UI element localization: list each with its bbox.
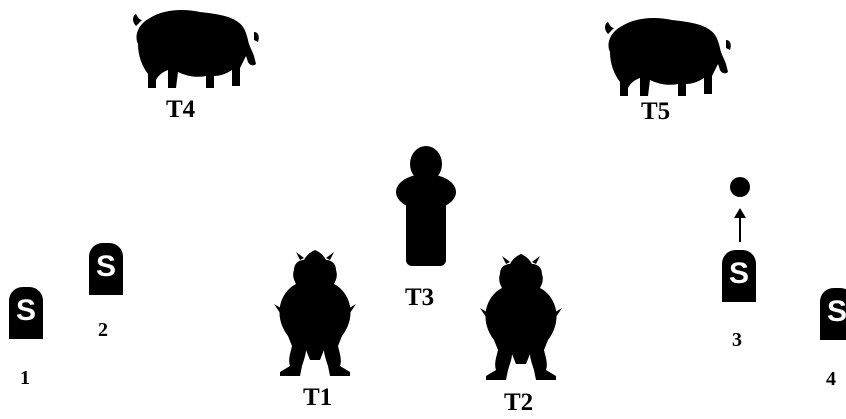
position-number-4: 4 bbox=[826, 369, 836, 389]
marker-letter-1: S bbox=[16, 296, 36, 326]
target-label-t1: T1 bbox=[303, 385, 332, 410]
target-label-t2: T2 bbox=[504, 390, 533, 415]
marker-letter-2: S bbox=[96, 252, 116, 282]
target-label-t5: T5 bbox=[641, 99, 670, 124]
bear-silhouette-icon bbox=[274, 250, 356, 376]
position-number-2: 2 bbox=[98, 320, 108, 340]
up-arrow-icon bbox=[734, 208, 746, 242]
bison-silhouette-icon bbox=[133, 10, 259, 88]
target-label-t3: T3 bbox=[405, 285, 434, 310]
bison-silhouette-icon bbox=[605, 18, 731, 96]
position-number-3: 3 bbox=[732, 330, 742, 350]
target-label-t4: T4 bbox=[166, 97, 195, 122]
small-target-dot bbox=[730, 177, 750, 197]
bear-silhouette-icon bbox=[480, 254, 562, 380]
marker-letter-3: S bbox=[729, 259, 749, 289]
position-number-1: 1 bbox=[20, 368, 30, 388]
figure-silhouette-icon bbox=[396, 146, 456, 266]
marker-letter-4: S bbox=[827, 297, 846, 327]
